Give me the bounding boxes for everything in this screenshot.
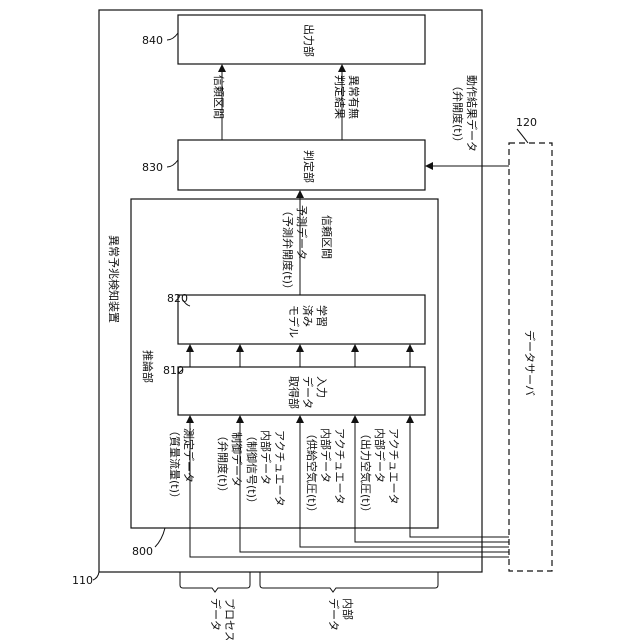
label-act-output-3: （出力空気圧(t)） <box>359 428 373 518</box>
label-act-output-2: 内部データ <box>373 428 387 483</box>
label-act-output-1: アクチュエータ <box>387 428 400 504</box>
label-apparatus: 異常予兆検知装置 <box>107 235 121 323</box>
label-measured-2: （質量流量(t)） <box>168 425 182 504</box>
label-act-supply-3: （供給空気圧(t)） <box>305 428 319 518</box>
label-control-2: （弁開度(t)） <box>216 430 230 498</box>
label-prediction-2: （予測弁開度(t)） <box>281 205 295 295</box>
label-act-ctrl-2: 内部データ <box>259 430 273 485</box>
label-inference: 推論部 <box>141 350 155 383</box>
ref-leader-120 <box>517 129 528 143</box>
label-operation-1: 動作結果データ <box>465 75 479 152</box>
ref-leader-800 <box>155 528 165 547</box>
ref-input-acq: 810 <box>163 364 184 377</box>
label-operation-2: （弁開度(t)） <box>451 80 465 148</box>
label-act-ctrl-1: アクチュエータ <box>273 430 286 506</box>
label-model-2: 済み <box>301 305 315 327</box>
label-confidence-in: 信頼区間 <box>320 215 333 259</box>
label-act-supply-1: アクチュエータ <box>333 428 346 504</box>
label-input-1: 入力 <box>315 376 328 398</box>
label-act-supply-2: 内部データ <box>319 428 333 483</box>
ref-leader-110 <box>93 572 99 580</box>
label-judgment: 判定部 <box>302 150 316 183</box>
label-input-2: データ <box>301 376 315 409</box>
ref-server: 120 <box>516 116 537 129</box>
ref-learned-model: 820 <box>167 292 188 305</box>
ref-apparatus: 110 <box>72 574 93 587</box>
ref-leader-840 <box>167 33 178 40</box>
label-process-2: データ <box>209 598 223 631</box>
label-model-1: 学習 <box>315 305 329 327</box>
label-act-ctrl-3: （制御信号(t)） <box>245 430 259 509</box>
label-input-3: 取得部 <box>287 376 301 409</box>
label-control-1: 制御データ <box>230 432 244 487</box>
ref-judgment: 830 <box>142 161 163 174</box>
label-confidence-out: 信頼区間 <box>212 75 225 119</box>
label-anomaly-2: 判定結果 <box>333 75 347 119</box>
input-line-act-output <box>410 416 509 537</box>
brace-internal-data <box>260 572 438 592</box>
label-data-server: データサーバ <box>523 330 537 396</box>
label-output: 出力部 <box>302 24 316 57</box>
label-internal-1: 内部 <box>341 598 355 620</box>
ref-inference: 800 <box>132 545 153 558</box>
label-process-1: プロセス <box>223 598 236 640</box>
judgment-block <box>178 140 425 190</box>
brace-process-data <box>180 572 250 592</box>
label-prediction-1: 予測データ <box>295 205 309 260</box>
label-internal-2: データ <box>327 598 341 631</box>
label-model-3: モデル <box>287 305 301 338</box>
label-anomaly-1: 異常有無 <box>347 75 361 119</box>
ref-leader-830 <box>167 160 178 167</box>
output-block <box>178 15 425 64</box>
label-measured-1: 測定データ <box>182 428 196 483</box>
ref-output: 840 <box>142 34 163 47</box>
